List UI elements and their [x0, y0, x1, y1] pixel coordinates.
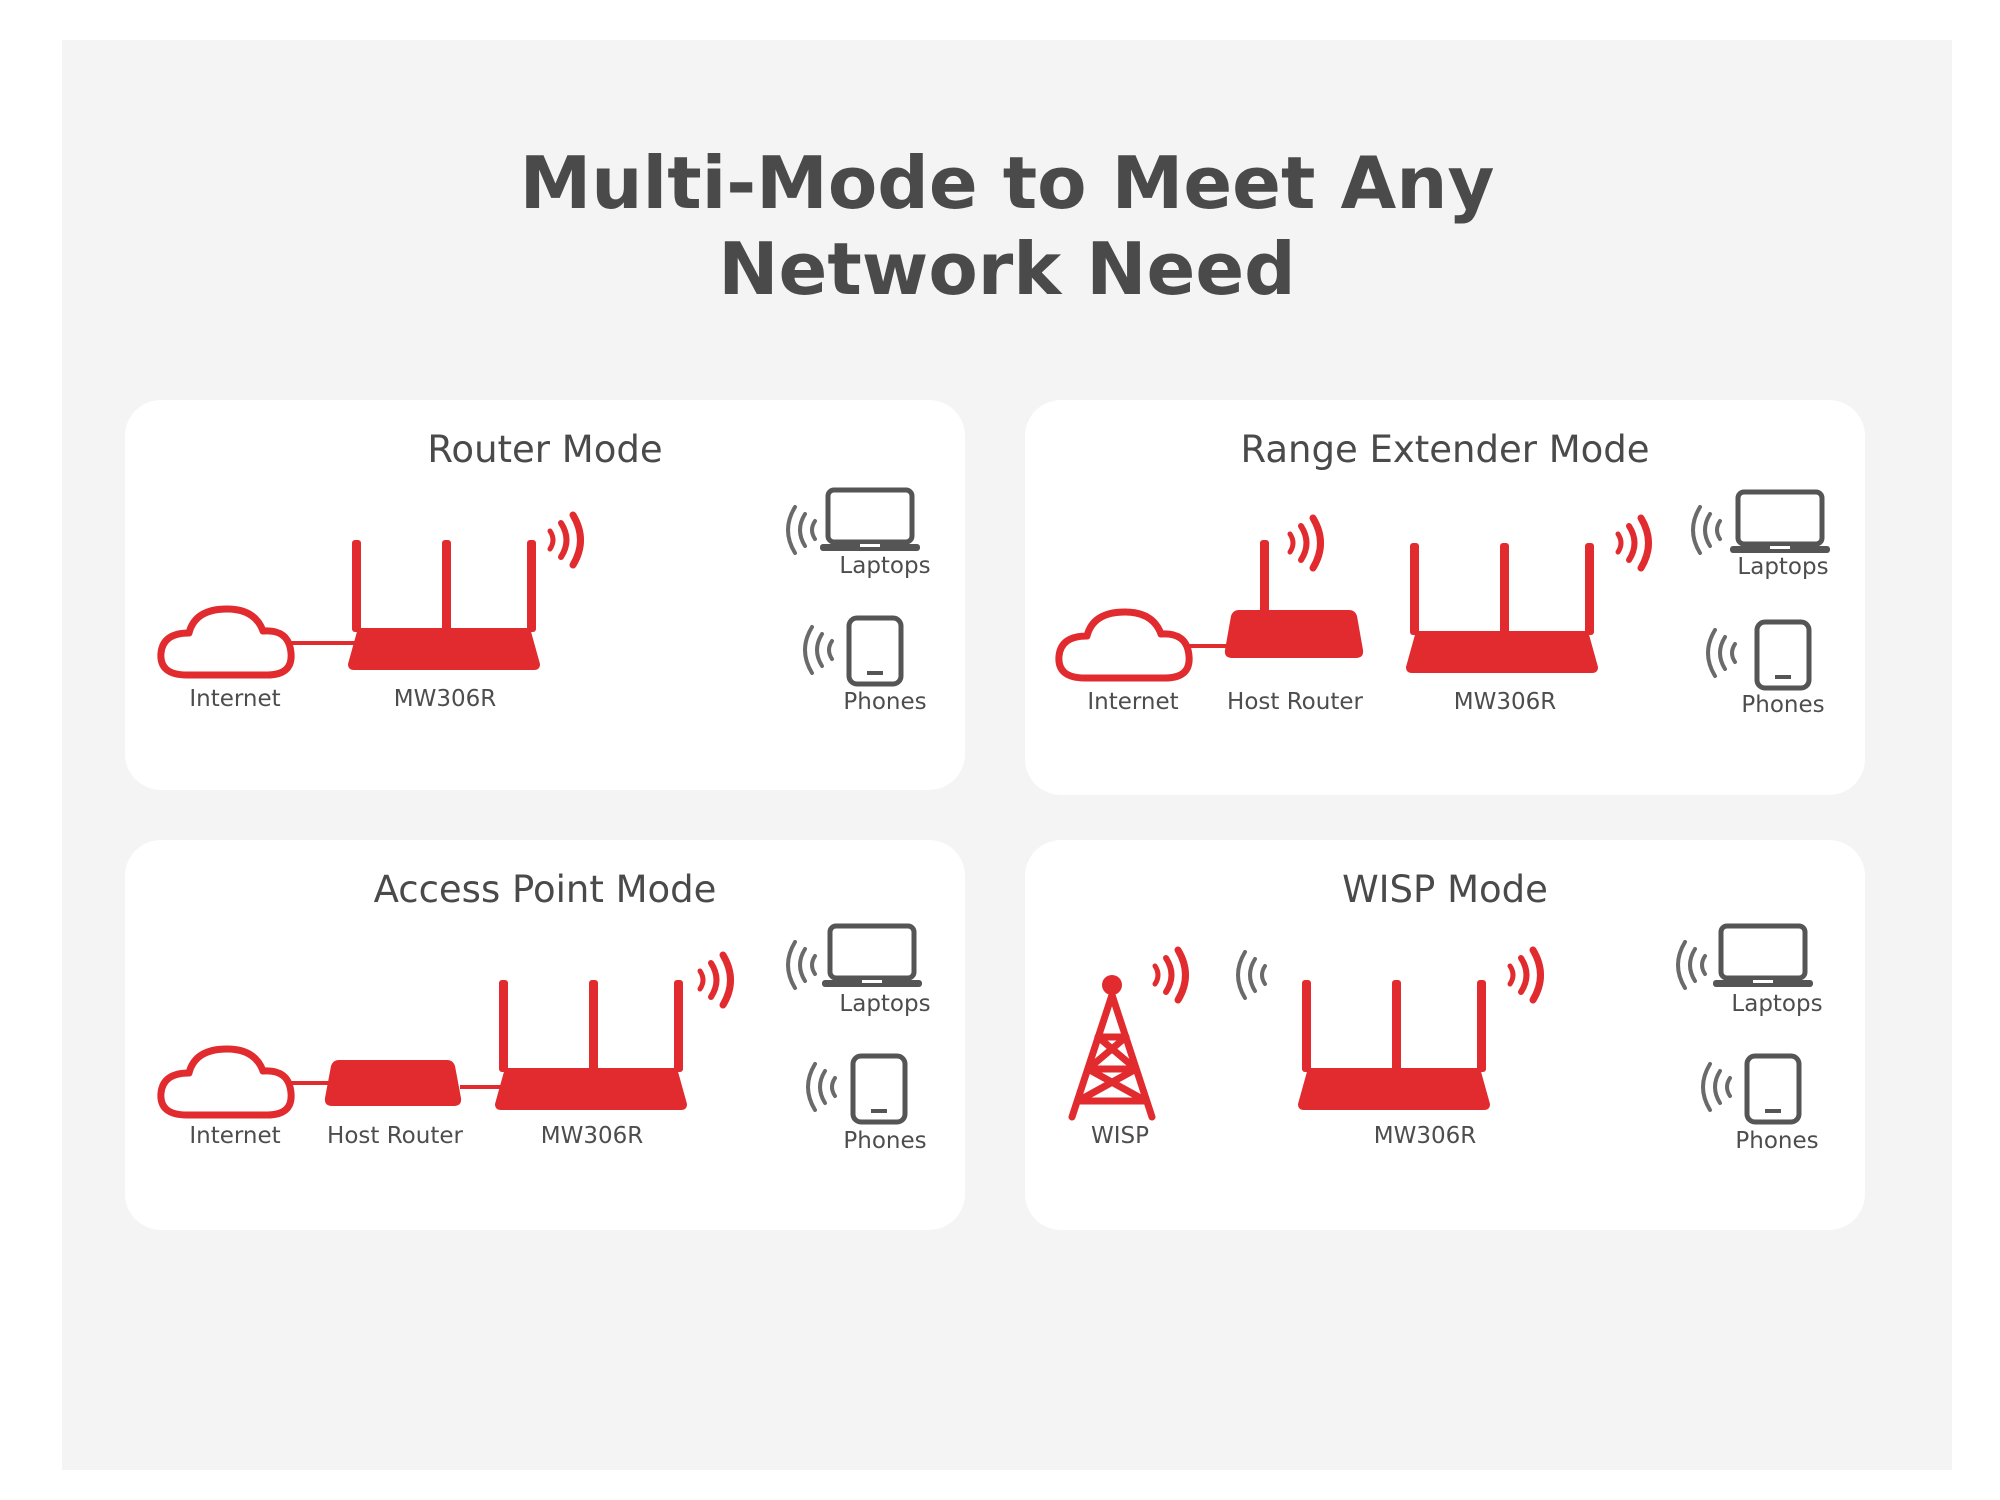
wifi-signal-icon [1676, 940, 1707, 990]
cloud-icon [161, 609, 291, 675]
router-icon [495, 980, 687, 1110]
phone-icon [853, 1056, 905, 1122]
laptops-label: Laptops [839, 991, 931, 1017]
router-icon [1406, 543, 1598, 673]
laptop-icon [822, 926, 922, 987]
wisp-tower-icon [1072, 975, 1152, 1117]
router-mode-diagram [125, 400, 965, 790]
router-icon [348, 540, 540, 670]
cloud-icon [1059, 612, 1189, 678]
wifi-signal-icon [1155, 950, 1186, 1000]
phones-label: Phones [1735, 1128, 1819, 1154]
page-title-line-1: Multi-Mode to Meet Any [519, 141, 1495, 225]
page-title: Multi-Mode to Meet Any Network Need [62, 140, 1952, 312]
laptops-label: Laptops [839, 553, 931, 579]
router-icon [1298, 980, 1490, 1110]
device-label: MW306R [1373, 1123, 1477, 1149]
laptop-icon [820, 490, 920, 551]
host-router-label: Host Router [1227, 689, 1363, 715]
wifi-signal-icon [700, 955, 731, 1005]
wifi-signal-icon [1290, 518, 1321, 568]
wifi-signal-icon [1706, 628, 1737, 678]
wifi-signal-icon [1701, 1062, 1732, 1112]
card-title: Access Point Mode [373, 868, 717, 911]
phones-label: Phones [843, 1128, 927, 1154]
phone-icon [849, 618, 901, 684]
host-router-icon [324, 1060, 462, 1106]
host-router-icon [1224, 540, 1364, 658]
wifi-signal-icon [803, 625, 834, 675]
range-extender-mode-card: Range Extender Mode Internet Host Router… [1025, 400, 1865, 795]
wifi-signal-icon [786, 940, 817, 990]
device-label: MW306R [393, 686, 497, 712]
phone-icon [1757, 622, 1809, 688]
wifi-signal-icon [1236, 950, 1267, 1000]
phones-label: Phones [843, 689, 927, 715]
card-title: WISP Mode [1342, 868, 1548, 911]
laptop-icon [1713, 926, 1813, 987]
card-title: Router Mode [427, 428, 663, 471]
wisp-mode-diagram [1025, 840, 1865, 1230]
device-label: MW306R [540, 1123, 644, 1149]
wifi-signal-icon [1691, 505, 1722, 555]
cloud-icon [161, 1049, 291, 1115]
phone-icon [1747, 1056, 1799, 1122]
internet-label: Internet [1087, 689, 1179, 715]
laptops-label: Laptops [1731, 991, 1823, 1017]
wifi-signal-icon [806, 1062, 837, 1112]
range-extender-mode-diagram [1025, 400, 1865, 795]
access-point-mode-card: Access Point Mode Internet Host Router M… [125, 840, 965, 1230]
wifi-signal-icon [1510, 950, 1541, 1000]
internet-label: Internet [189, 686, 281, 712]
laptops-label: Laptops [1737, 554, 1829, 580]
wisp-label: WISP [1091, 1123, 1149, 1149]
wifi-signal-icon [1618, 518, 1649, 568]
laptop-icon [1730, 492, 1830, 553]
device-label: MW306R [1453, 689, 1557, 715]
page-title-line-2: Network Need [718, 227, 1296, 311]
access-point-mode-diagram [125, 840, 965, 1230]
card-title: Range Extender Mode [1240, 428, 1650, 471]
internet-label: Internet [189, 1123, 281, 1149]
router-mode-card: Router Mode Internet MW306R Laptops Phon… [125, 400, 965, 790]
phones-label: Phones [1741, 692, 1825, 718]
wifi-signal-icon [786, 505, 817, 555]
wifi-signal-icon [550, 515, 581, 565]
host-router-label: Host Router [327, 1123, 463, 1149]
wisp-mode-card: WISP Mode WISP MW306R Laptops Phones [1025, 840, 1865, 1230]
